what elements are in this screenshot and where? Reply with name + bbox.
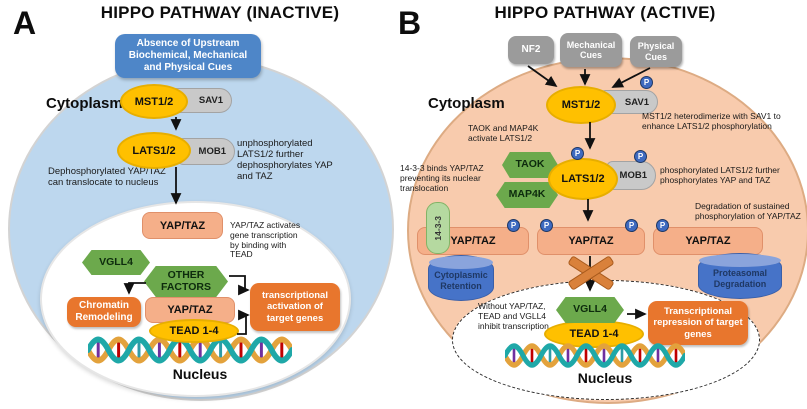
note-translocate: Dephosphorylated YAP/TAZ can translocate… — [48, 166, 166, 188]
14-3-3-node: 14-3-3 — [426, 202, 450, 254]
physical-cues-box: Physical Cues — [630, 36, 682, 67]
mechanical-cues-box: Mechanical Cues — [560, 33, 622, 67]
note-unphosphorylated: unphosphorylated LATS1/2 further dephosp… — [237, 138, 333, 182]
note-phosphorylates: phosphorylated LATS1/2 further phosphory… — [660, 165, 780, 185]
chromatin-remodeling-box: Chromatin Remodeling — [67, 297, 141, 327]
nucleus-label-a: Nucleus — [172, 366, 228, 382]
repression-box: Transcriptional repression of target gen… — [648, 301, 748, 345]
note-taok-map4k: TAOK and MAP4K activate LATS1/2 — [468, 123, 539, 143]
cytoplasm-label-a: Cytoplasm — [46, 95, 123, 112]
cytoplasmic-retention-cylinder: Cytoplasmic Retention — [428, 255, 494, 301]
phospho-badge-mob1: P — [634, 150, 647, 163]
phospho-badge-yaptaz-mid-l: P — [540, 219, 553, 232]
panel-b-letter: B — [398, 5, 422, 41]
proteasomal-degradation-cylinder: Proteasomal Degradation — [698, 253, 782, 299]
phospho-badge-yaptaz-right: P — [656, 219, 669, 232]
note-heterodimerize: MST1/2 heterodimerize with SAV1 to enhan… — [642, 111, 781, 131]
cytoplasm-label-b: Cytoplasm — [428, 95, 505, 112]
vgll4-node-a: VGLL4 — [82, 250, 150, 275]
dna-helix-icon-b — [505, 343, 685, 368]
note-yaptaz-activates: YAP/TAZ activates gene transcription by … — [230, 220, 301, 260]
note-degradation: Degradation of sustained phosphorylation… — [695, 201, 801, 221]
yaptaz-node-b-right: YAP/TAZ — [653, 227, 763, 255]
dna-helix-icon-a — [88, 336, 292, 364]
lats12-node-b: LATS1/2 — [548, 158, 618, 200]
yaptaz-node-b-mid: YAP/TAZ — [537, 227, 645, 255]
map4k-node: MAP4K — [496, 182, 558, 208]
phospho-badge-lats: P — [571, 147, 584, 160]
inhibition-cross-icon — [567, 255, 615, 291]
phospho-badge-yaptaz-mid-r: P — [625, 219, 638, 232]
nucleus-label-b: Nucleus — [577, 370, 633, 386]
note-without-yaptaz: Without YAP/TAZ, TEAD and VGLL4 inhibit … — [478, 301, 549, 331]
panel-b-title: HIPPO PATHWAY (ACTIVE) — [494, 3, 716, 22]
activation-box: transcriptional activation of target gen… — [250, 283, 340, 331]
panel-a-letter: A — [13, 5, 37, 41]
note-1433-binds: 14-3-3 binds YAP/TAZ preventing its nucl… — [400, 163, 484, 193]
nf2-box: NF2 — [508, 36, 554, 64]
other-factors-node: OTHER FACTORS — [144, 266, 228, 297]
panel-a-title: HIPPO PATHWAY (INACTIVE) — [100, 3, 340, 22]
phospho-badge-sav1: P — [640, 76, 653, 89]
vgll4-node-b: VGLL4 — [556, 297, 624, 323]
tead-node-a: TEAD 1-4 — [149, 319, 239, 343]
lats12-node-a: LATS1/2 — [117, 132, 191, 169]
phospho-badge-yaptaz-left: P — [507, 219, 520, 232]
yaptaz-node-a-top: YAP/TAZ — [142, 212, 223, 239]
upstream-cues-box: Absence of Upstream Biochemical, Mechani… — [115, 34, 261, 78]
mst12-node-b: MST1/2 — [546, 86, 616, 124]
mst12-node-a: MST1/2 — [120, 84, 188, 119]
